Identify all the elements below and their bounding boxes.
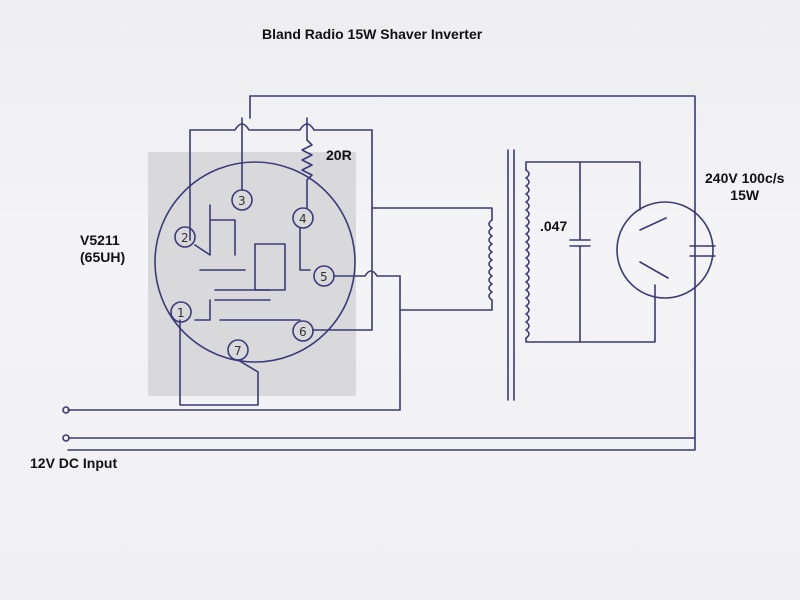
dc-input-terminal-negative — [62, 406, 70, 414]
dc-negative-wire — [67, 275, 401, 411]
secondary-bottom-wire — [525, 284, 656, 343]
socket-internal-lower — [194, 299, 301, 321]
socket-internal-left — [194, 204, 236, 256]
valve-type-label: V5211 — [80, 232, 120, 248]
valve-code-label: (65UH) — [80, 249, 126, 265]
output-label: 240V 100c/s 15W — [705, 170, 784, 204]
capacitor-047 — [569, 161, 591, 343]
svg-text:6: 6 — [299, 325, 307, 339]
transformer-core — [507, 149, 515, 401]
pin-6: 6 — [292, 320, 314, 342]
svg-text:4: 4 — [299, 212, 307, 226]
pin6-right-wire — [312, 129, 373, 331]
primary-winding — [488, 219, 493, 301]
socket-component-box — [254, 243, 286, 291]
svg-text:7: 7 — [234, 344, 242, 358]
dc-input-label: 12V DC Input — [30, 455, 118, 471]
primary-top-wire — [371, 207, 493, 221]
pin-2: 2 — [174, 226, 196, 248]
valve-socket-circle — [154, 161, 356, 363]
diagram-title: Bland Radio 15W Shaver Inverter — [262, 26, 483, 42]
resistor-20r — [301, 139, 313, 209]
outlet-pins — [639, 217, 716, 279]
pin-4: 4 — [292, 207, 314, 229]
secondary-winding — [525, 169, 530, 339]
output-power-label: 15W — [730, 187, 760, 203]
primary-bottom-wire — [399, 299, 493, 311]
mains-outlet-socket — [616, 201, 714, 299]
socket-internal-wiring — [199, 227, 311, 301]
valve-label: V5211 (65UH) — [80, 232, 125, 266]
svg-text:3: 3 — [238, 194, 246, 208]
pin-1: 1 — [170, 301, 192, 323]
secondary-top-wire — [525, 161, 641, 211]
dc-input-terminal-positive — [62, 434, 70, 442]
resistor-label: 20R — [326, 147, 352, 163]
pin7-wire — [179, 319, 259, 406]
supply-rail-wire — [67, 95, 696, 451]
svg-text:1: 1 — [177, 306, 185, 320]
capacitor-label: .047 — [540, 218, 568, 234]
pin5-wire — [333, 270, 401, 277]
svg-text:5: 5 — [320, 270, 328, 284]
upper-crossing-wire — [189, 123, 373, 131]
svg-text:2: 2 — [181, 231, 189, 245]
output-voltage-label: 240V 100c/s — [705, 170, 785, 186]
